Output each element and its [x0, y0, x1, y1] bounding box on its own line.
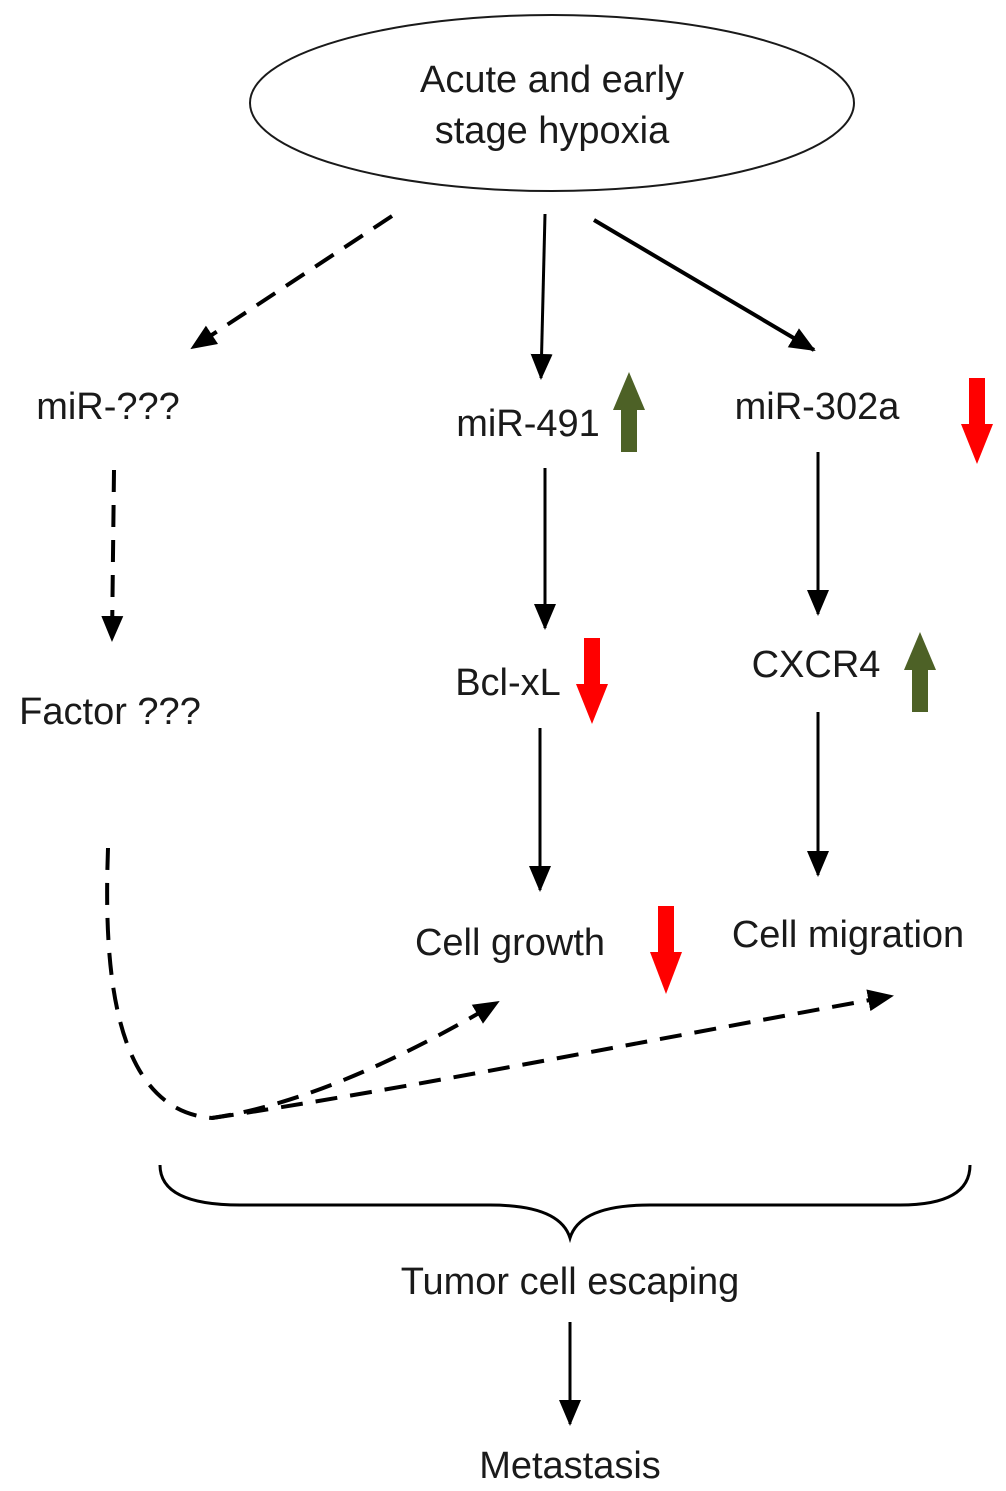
cell-growth-label: Cell growth: [415, 922, 605, 964]
tumor-escape-label: Tumor cell escaping: [401, 1261, 740, 1303]
metastasis-label: Metastasis: [479, 1445, 661, 1487]
arrow-factor-to-cell-migration: [211, 989, 894, 1120]
hypoxia-node: Acute and early stage hypoxia: [249, 14, 855, 192]
cxcr4-up-arrow-icon: [904, 632, 936, 712]
cxcr4-label: CXCR4: [752, 644, 881, 686]
cell-migration-label: Cell migration: [732, 914, 964, 956]
arrow-hypoxia-to-mir-302a: [592, 218, 816, 352]
mir-302a-down-arrow-icon: [961, 378, 993, 464]
cell-growth-down-arrow-icon: [650, 906, 682, 994]
bcl-xl-label: Bcl-xL: [455, 662, 561, 704]
hypoxia-label-line2: stage hypoxia: [435, 110, 670, 152]
mir-491-label: miR-491: [456, 403, 600, 445]
arrow-hypoxia-to-mir-unknown: [190, 214, 394, 350]
arrow-factor-to-cell-growth: [105, 847, 500, 1121]
factor-unknown-label: Factor ???: [19, 691, 201, 733]
mir-491-up-arrow-icon: [613, 372, 645, 452]
hypoxia-label-line1: Acute and early: [420, 59, 684, 101]
curly-brace: [158, 1164, 972, 1244]
bcl-xl-down-arrow-icon: [576, 638, 608, 724]
arrow-hypoxia-to-mir-491: [530, 213, 553, 380]
arrow-mir-unknown-to-factor: [101, 469, 124, 642]
hypoxia-ellipse: [249, 14, 855, 192]
mir-unknown-label: miR-???: [36, 386, 180, 428]
mir-302a-label: miR-302a: [735, 386, 901, 428]
